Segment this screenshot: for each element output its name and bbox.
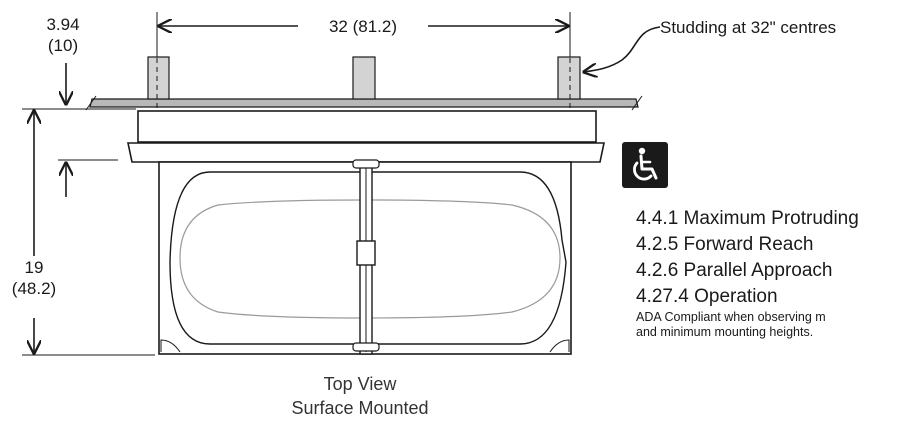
ada-item: 4.2.5 Forward Reach (636, 234, 814, 255)
wall-break-right (631, 95, 643, 111)
flange (127, 142, 605, 163)
ada-note-line1: ADA Compliant when observing m (636, 310, 826, 324)
top-offset-label: 3.94 (46, 15, 79, 34)
ada-note-line2: and minimum mounting heights. (636, 325, 814, 339)
ada-item: 4.27.4 Operation (636, 286, 778, 307)
top-offset-metric-label: (10) (48, 36, 78, 55)
mounting-plate (137, 110, 597, 143)
studding-callout-arrow (584, 26, 661, 72)
height-metric-label: (48.2) (12, 279, 56, 298)
ada-item: 4.4.1 Maximum Protruding (636, 208, 859, 229)
corner-right (549, 339, 570, 353)
stud-center (352, 56, 376, 100)
wheelchair-accessibility-icon (622, 142, 668, 188)
caption-view: Top View (323, 374, 397, 394)
stud-left (147, 56, 170, 100)
tub-inner-outline (179, 199, 561, 319)
wall-break-left (85, 95, 97, 111)
strap-clip-bottom (352, 342, 380, 352)
strap-latch (356, 240, 376, 266)
corner-left (160, 339, 181, 353)
height-label: 19 (25, 258, 44, 277)
caption-mounting: Surface Mounted (291, 398, 429, 418)
width-label: 32 (81.2) (329, 17, 397, 36)
wall-surface (89, 98, 639, 108)
stud-right (557, 56, 581, 100)
studding-label: Studding at 32" centres (660, 18, 836, 37)
strap-clip-top (352, 159, 380, 169)
ada-compliance-list: 4.4.1 Maximum Protruding 4.2.5 Forward R… (636, 206, 909, 340)
ada-item: 4.2.6 Parallel Approach (636, 260, 833, 281)
